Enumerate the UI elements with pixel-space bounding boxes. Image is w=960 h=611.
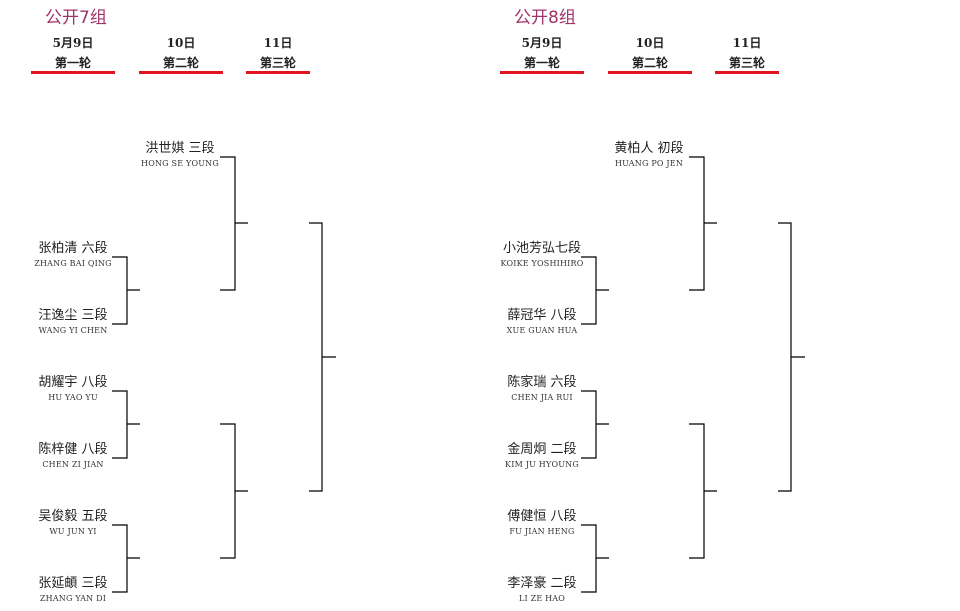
- player-name-cn: 薛冠华 八段: [507, 308, 577, 323]
- round-underline: [246, 71, 310, 74]
- player-slot: 薛冠华 八段 XUE GUAN HUA: [494, 308, 590, 336]
- r1-bracket-3: [112, 524, 140, 593]
- group-8: 公开8组 5月9日 第一轮 10日 第二轮 11日 第三轮 黄柏人 初段 HUA…: [469, 0, 960, 611]
- player-slot: 金周炯 二段 KIM JU HYOUNG: [494, 442, 590, 470]
- r1-bracket-2: [112, 390, 140, 459]
- player-slot: 吴俊毅 五段 WU JUN YI: [25, 509, 121, 537]
- bye-player: 黄柏人 初段 HUANG PO JEN: [599, 141, 699, 169]
- r2-bracket-2: [220, 423, 248, 559]
- player-slot: 陈家瑞 六段 CHEN JIA RUI: [494, 375, 590, 403]
- player-slot: 傅健恒 八段 FU JIAN HENG: [494, 509, 590, 537]
- round-date: 10日: [635, 36, 665, 50]
- player-name-en: ZHANG BAI QING: [34, 259, 112, 268]
- player-name-cn: 陈梓健 八段: [38, 442, 108, 457]
- round-underline: [715, 71, 779, 74]
- group-title: 公开7组: [45, 8, 107, 28]
- bracket-lines: [112, 156, 336, 593]
- round-label: 第一轮: [54, 56, 91, 70]
- player-slot: 陈梓健 八段 CHEN ZI JIAN: [25, 442, 121, 470]
- player-name-en: LI ZE HAO: [518, 594, 566, 603]
- player-slot: 小池芳弘七段 KOIKE YOSHIHIRO: [494, 241, 590, 269]
- player-name-en: HUANG PO JEN: [614, 159, 684, 168]
- player-slot: 汪逸尘 三段 WANG YI CHEN: [25, 308, 121, 336]
- r1-bracket-1: [112, 256, 140, 325]
- player-name-cn: 小池芳弘七段: [502, 241, 581, 256]
- round-date: 5月9日: [52, 36, 94, 50]
- round-underline: [500, 71, 584, 74]
- player-name-en: WANG YI CHEN: [38, 326, 108, 335]
- round-date: 5月9日: [521, 36, 563, 50]
- player-name-cn: 张延頔 三段: [38, 576, 108, 591]
- player-name-cn: 张柏清 六段: [38, 241, 108, 256]
- round-underline: [139, 71, 223, 74]
- player-name-en: ZHANG YAN DI: [39, 594, 107, 603]
- player-name-cn: 洪世娸 三段: [145, 141, 215, 156]
- player-slot: 李泽豪 二段 LI ZE HAO: [494, 576, 590, 604]
- player-name-en: FU JIAN HENG: [509, 527, 575, 536]
- r2-bracket-1: [689, 156, 717, 291]
- player-name-cn: 汪逸尘 三段: [38, 308, 108, 323]
- r2-bracket-1: [220, 156, 248, 291]
- r2-bracket-2: [689, 423, 717, 559]
- round-label: 第二轮: [162, 56, 199, 70]
- round-date: 10日: [166, 36, 196, 50]
- player-name-en: XUE GUAN HUA: [506, 326, 578, 335]
- round-label: 第三轮: [728, 56, 765, 70]
- player-name-en: CHEN JIA RUI: [511, 393, 573, 402]
- group-7: 公开7组 5月9日 第一轮 10日 第二轮 11日 第三轮 洪世娸 三段 HON…: [25, 8, 336, 604]
- r1-bracket-3: [581, 524, 609, 593]
- r1-bracket-2: [581, 390, 609, 459]
- player-name-en: KOIKE YOSHIHIRO: [500, 259, 584, 268]
- round-label: 第三轮: [259, 56, 296, 70]
- r3-bracket: [309, 222, 336, 492]
- bracket-lines: [581, 156, 805, 593]
- round-label: 第一轮: [523, 56, 560, 70]
- player-name-cn: 傅健恒 八段: [507, 509, 577, 524]
- player-name-en: HU YAO YU: [48, 393, 98, 402]
- player-slot: 胡耀宇 八段 HU YAO YU: [25, 375, 121, 403]
- player-name-cn: 金周炯 二段: [507, 442, 577, 457]
- r1-bracket-1: [581, 256, 609, 325]
- player-name-cn: 吴俊毅 五段: [38, 509, 108, 524]
- player-slot: 张延頔 三段 ZHANG YAN DI: [25, 576, 121, 604]
- player-name-en: WU JUN YI: [49, 527, 97, 536]
- player-name-cn: 黄柏人 初段: [614, 141, 684, 156]
- r3-bracket: [778, 222, 805, 492]
- bye-player: 洪世娸 三段 HONG SE YOUNG: [130, 141, 230, 169]
- player-name-cn: 李泽豪 二段: [507, 576, 577, 591]
- round-date: 11日: [263, 36, 293, 50]
- player-name-en: KIM JU HYOUNG: [505, 460, 579, 469]
- group-title: 公开8组: [514, 8, 576, 28]
- round-underline: [31, 71, 115, 74]
- round-date: 11日: [732, 36, 762, 50]
- player-name-en: HONG SE YOUNG: [141, 159, 219, 168]
- player-name-en: CHEN ZI JIAN: [42, 460, 104, 469]
- round-label: 第二轮: [631, 56, 668, 70]
- player-slot: 张柏清 六段 ZHANG BAI QING: [25, 241, 121, 269]
- round-underline: [608, 71, 692, 74]
- player-name-cn: 陈家瑞 六段: [507, 375, 577, 390]
- player-name-cn: 胡耀宇 八段: [38, 375, 108, 390]
